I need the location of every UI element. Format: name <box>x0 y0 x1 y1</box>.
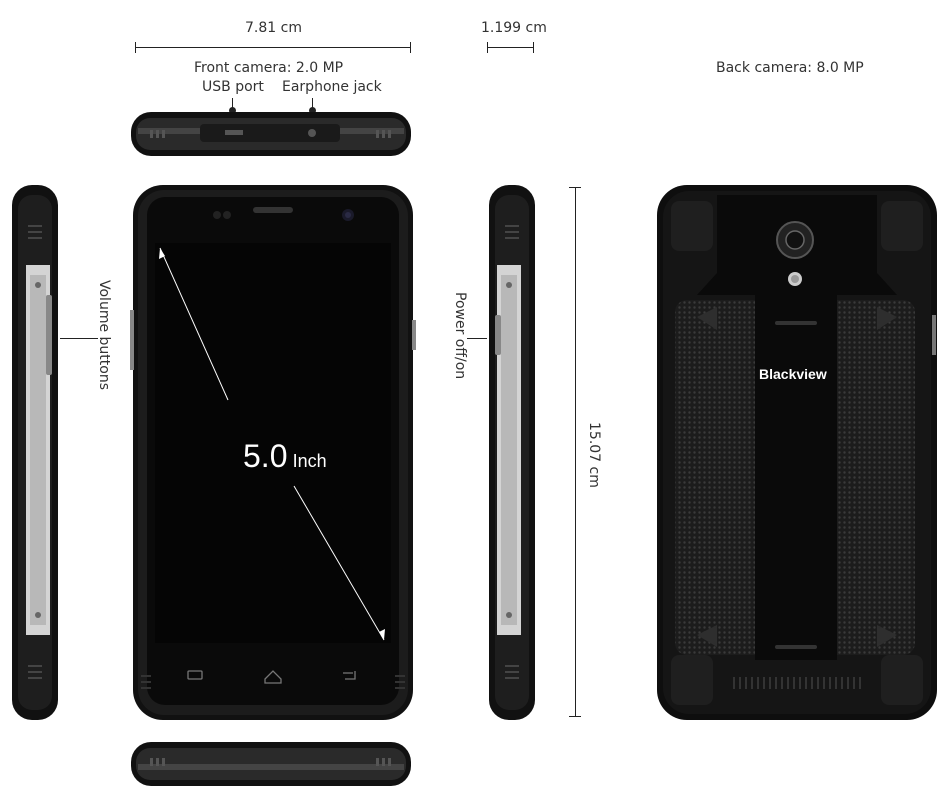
height-label: 15.07 cm <box>586 422 602 488</box>
phone-back-view <box>657 185 937 720</box>
brand-logo: Blackview <box>759 366 827 382</box>
power-pointer <box>467 338 487 339</box>
phone-right-side-view <box>489 185 535 720</box>
depth-line <box>487 47 534 48</box>
usb-pointer <box>232 98 233 110</box>
phone-bottom-edge-view <box>131 742 411 786</box>
phone-front-view <box>130 185 416 720</box>
width-line <box>135 47 411 48</box>
usb-port-label: USB port <box>202 79 264 95</box>
earphone-pointer-dot <box>309 107 316 114</box>
screen-size-label: 5.0 Inch <box>243 438 327 475</box>
height-tick-bottom <box>569 716 581 717</box>
depth-label: 1.199 cm <box>481 20 547 36</box>
width-label: 7.81 cm <box>245 20 302 36</box>
usb-pointer-dot <box>229 107 236 114</box>
front-camera-label: Front camera: 2.0 MP <box>194 60 344 76</box>
phone-left-side-view <box>12 185 58 720</box>
width-tick-left <box>135 42 136 53</box>
height-tick-top <box>569 187 581 188</box>
height-line <box>575 187 576 717</box>
volume-pointer <box>60 338 98 339</box>
depth-tick-left <box>487 42 488 53</box>
back-camera-label: Back camera: 8.0 MP <box>716 60 864 76</box>
width-tick-right <box>410 42 411 53</box>
earphone-pointer <box>312 98 313 110</box>
depth-tick-right <box>533 42 534 53</box>
screen-size-value: 5.0 <box>243 438 288 474</box>
power-button-label: Power off/on <box>452 292 468 380</box>
phone-top-edge-view <box>131 112 411 156</box>
screen-size-unit: Inch <box>292 451 327 471</box>
earphone-jack-label: Earphone jack <box>282 79 382 95</box>
